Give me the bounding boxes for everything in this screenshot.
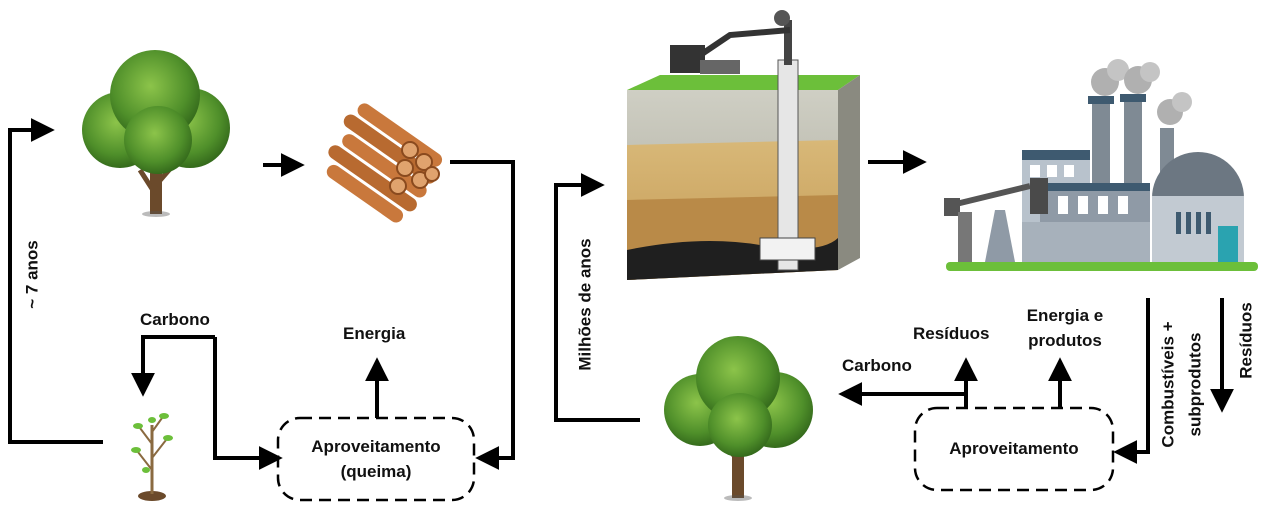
carbon-label-left: Carbono	[140, 310, 210, 329]
process-box-left	[276, 416, 476, 502]
log-pile-icon	[326, 103, 443, 223]
factory-icon	[944, 59, 1258, 271]
residues-label: Resíduos	[913, 324, 990, 343]
time-label-left: ~ 7 anos	[22, 240, 42, 309]
right-cycle-arrows	[554, 150, 1234, 464]
sapling-icon	[131, 413, 173, 501]
process-label-left-line1: Aproveitamento	[311, 437, 441, 456]
energy-label-left: Energia	[343, 324, 406, 343]
tree-icon	[82, 50, 230, 217]
tree-icon	[664, 336, 813, 501]
carbon-label-right: Carbono	[842, 356, 912, 375]
energy-products-label-line1: Energia e	[1026, 306, 1104, 325]
oil-well-icon	[627, 10, 860, 280]
process-label-left-line2: (queima)	[340, 462, 412, 481]
process-box-right	[913, 406, 1115, 492]
energy-products-label-line2: produtos	[1028, 331, 1102, 350]
time-label-right: Milhões de anos	[575, 238, 595, 371]
fuels-label-line2: subprodutos	[1185, 332, 1205, 437]
residues-side-label: Resíduos	[1236, 302, 1256, 379]
process-label-right: Aproveitamento	[949, 439, 1079, 458]
left-cycle-arrows	[8, 118, 515, 470]
fuels-label-line1: Combustíveis +	[1158, 321, 1178, 448]
